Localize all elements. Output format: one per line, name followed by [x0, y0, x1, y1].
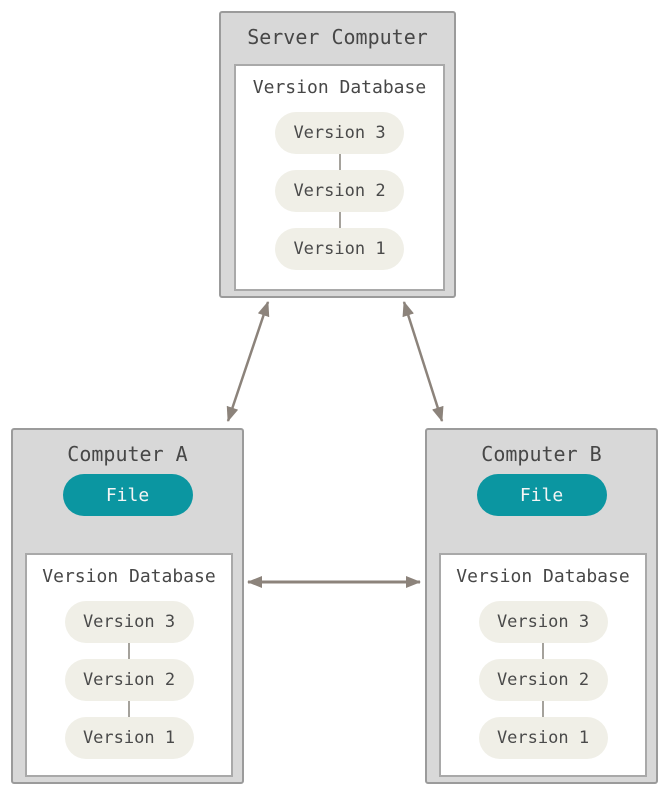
computer-a-box: Computer A File Version Database Version…: [11, 428, 244, 784]
server-computer-box: Server Computer Version Database Version…: [219, 11, 456, 298]
file-pill: File: [62, 474, 193, 516]
file-pill: File: [476, 474, 607, 516]
version-link-line: [338, 154, 341, 170]
version-link-line: [128, 701, 130, 717]
version-pill: Version 3: [64, 601, 194, 643]
computer-a-version-database-box: Version Database Version 3 Version 2 Ver…: [25, 553, 233, 777]
version-pill: Version 1: [478, 717, 608, 759]
version-database-title: Version Database: [252, 77, 427, 98]
computer-b-title: Computer B: [481, 442, 602, 466]
server-version-database-box: Version Database Version 3 Version 2 Ver…: [234, 64, 445, 291]
computer-b-box: Computer B File Version Database Version…: [425, 428, 658, 784]
version-database-title: Version Database: [42, 566, 216, 587]
version-database-title: Version Database: [456, 566, 630, 587]
version-link-line: [542, 643, 544, 659]
version-pill: Version 1: [64, 717, 194, 759]
version-pill: Version 3: [275, 112, 404, 154]
version-link-line: [128, 643, 130, 659]
server-computer-title: Server Computer: [247, 25, 428, 49]
sync-arrow-server-computer-b: [402, 301, 444, 422]
version-pill: Version 3: [478, 601, 608, 643]
version-link-line: [338, 212, 341, 228]
computer-a-title: Computer A: [67, 442, 188, 466]
computer-b-version-database-box: Version Database Version 3 Version 2 Ver…: [439, 553, 647, 777]
sync-arrow-server-computer-a: [226, 301, 270, 422]
version-pill: Version 2: [478, 659, 608, 701]
version-pill: Version 2: [64, 659, 194, 701]
version-pill: Version 1: [275, 228, 404, 270]
version-link-line: [542, 701, 544, 717]
version-pill: Version 2: [275, 170, 404, 212]
